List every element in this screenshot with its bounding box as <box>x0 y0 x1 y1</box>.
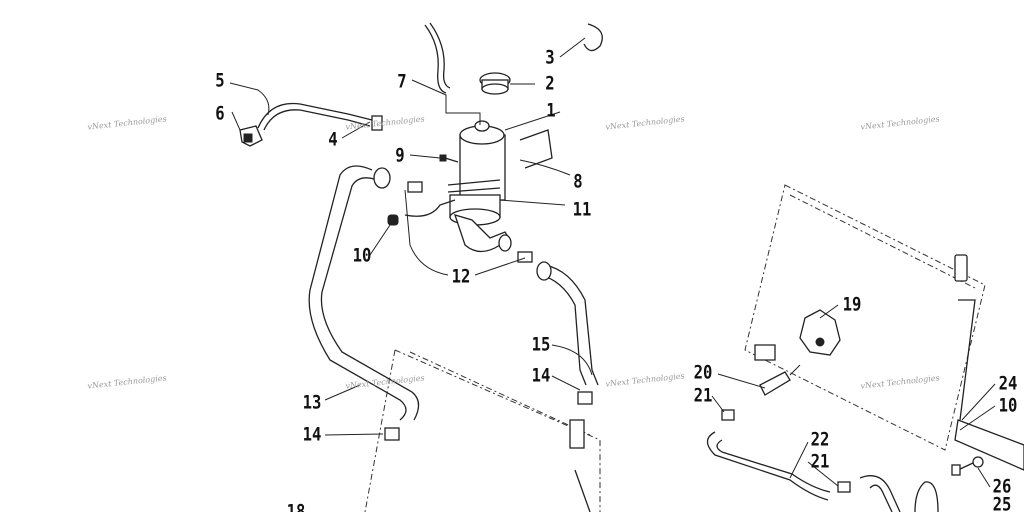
clamp-14-right <box>577 391 593 405</box>
bolt-washer <box>951 456 984 476</box>
callout-21-a: 21 <box>693 384 713 407</box>
hose-clamps <box>404 181 533 263</box>
callout-14-left: 14 <box>302 423 322 446</box>
callout-25: 25 <box>992 493 1012 512</box>
callout-5: 5 <box>215 69 225 92</box>
leader-lines <box>229 37 996 488</box>
callout-12: 12 <box>451 265 471 288</box>
callout-10-right: 10 <box>998 394 1018 417</box>
overflow-tank <box>447 120 512 253</box>
callout-6: 6 <box>215 102 225 125</box>
clamp-21-b <box>837 481 851 493</box>
callout-8: 8 <box>573 170 583 193</box>
radiator-lower-left <box>364 349 601 512</box>
drain-fitting <box>754 344 791 396</box>
callout-13: 13 <box>302 391 322 414</box>
callout-4: 4 <box>328 128 338 151</box>
clip <box>371 115 383 131</box>
radiator-cap <box>479 72 511 95</box>
callout-19: 19 <box>842 293 862 316</box>
callout-2: 2 <box>545 72 555 95</box>
lower-hose <box>544 264 599 386</box>
callout-15: 15 <box>531 333 551 356</box>
callout-9: 9 <box>395 144 405 167</box>
radiator-right <box>744 184 986 451</box>
spring-clamp <box>583 23 603 52</box>
callout-26: 26 <box>992 475 1012 498</box>
callout-7: 7 <box>397 70 407 93</box>
screw <box>439 154 459 163</box>
nut <box>387 214 399 226</box>
callout-24: 24 <box>998 372 1018 395</box>
callout-18: 18 <box>286 500 306 512</box>
clamp-14-left <box>384 427 400 441</box>
long-hose <box>308 165 407 421</box>
strap <box>519 129 553 169</box>
bracket <box>954 419 1024 471</box>
callout-11: 11 <box>572 198 592 221</box>
callout-1: 1 <box>546 99 556 122</box>
end-fitting <box>239 125 263 147</box>
radiator-neck <box>954 254 968 282</box>
callout-22: 22 <box>810 428 830 451</box>
callout-10: 10 <box>352 244 372 267</box>
clamp-21-a <box>721 409 735 421</box>
radiator-cap-round <box>799 309 841 356</box>
drain-hose <box>706 431 829 501</box>
vent-hose <box>424 24 447 94</box>
upper-hose <box>257 102 373 129</box>
callout-21-b: 21 <box>810 450 830 473</box>
callout-14-right: 14 <box>531 364 551 387</box>
callout-20: 20 <box>693 361 713 384</box>
callout-3: 3 <box>545 46 555 69</box>
radiator-neck-left <box>569 419 585 449</box>
